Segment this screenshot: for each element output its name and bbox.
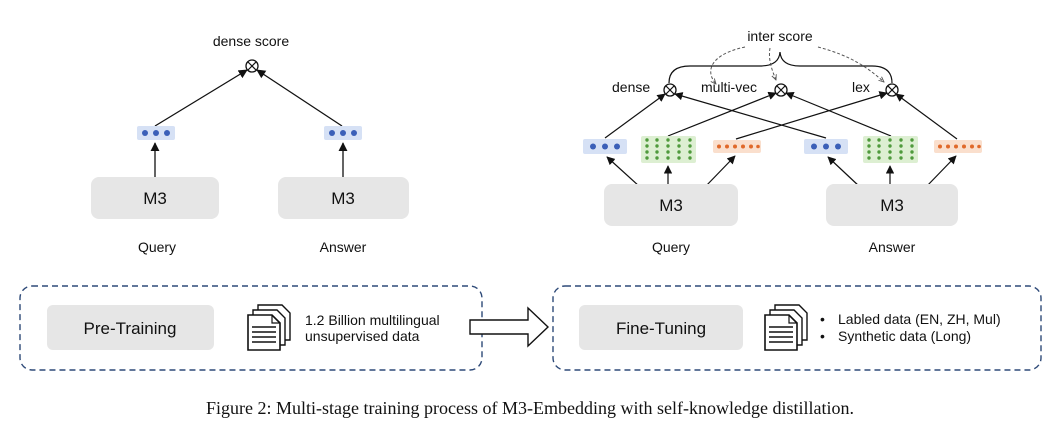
lex-score-node (885, 83, 899, 97)
arrow-answer-dense-to-score (674, 92, 827, 139)
finetuning-bullet-marker: • (820, 311, 825, 327)
pretraining-data-line1: 1.2 Billion multilingual (305, 312, 440, 328)
left-query-model-box (91, 177, 219, 219)
left-score-node (245, 59, 259, 73)
right-query-model-box (604, 184, 738, 226)
finetuning-bullet-marker: • (820, 328, 825, 344)
inter-score-brace (668, 51, 893, 84)
figure-caption: Figure 2: Multi-stage training process o… (206, 398, 854, 418)
finetuning-box (579, 305, 743, 350)
right-answer-model-box (826, 184, 958, 226)
right-answer-dense-vector (804, 139, 848, 154)
finetuning-document-icon (764, 304, 808, 351)
multivec-score-node (774, 83, 788, 97)
dense-score-label: dense score (213, 33, 289, 49)
inter-score-label: inter score (747, 28, 813, 44)
finetuning-dashed-frame (552, 285, 1042, 371)
lex-label: lex (852, 79, 870, 95)
arrow-answer-model-to-lex (925, 155, 957, 188)
arrow-query-lex-to-score (735, 91, 888, 140)
arrow-query-model-to-lex (704, 155, 736, 188)
right-query-label: Query (652, 239, 690, 255)
inter-score-arrow-dense (710, 46, 746, 84)
right-answer-lex-vector (934, 140, 982, 153)
pretraining-stage: Pre-Training 1.2 Billion multilingual un… (19, 285, 483, 371)
left-answer-dense-vector (324, 126, 362, 140)
right-answer-model-label: M3 (880, 196, 904, 215)
arrow-query-to-score (154, 69, 248, 127)
pretraining-dashed-frame (19, 285, 483, 371)
arrow-query-dense-to-score (604, 93, 666, 139)
multivec-label: multi-vec (701, 79, 757, 95)
right-query-multivec-matrix (641, 136, 696, 163)
arrow-query-model-to-dense (606, 156, 641, 188)
pretraining-box (47, 305, 214, 350)
left-diagram: dense score M3 M3 Query Answer (91, 33, 409, 255)
left-query-label: Query (138, 239, 176, 255)
left-answer-model-box (278, 177, 409, 219)
finetuning-label: Fine-Tuning (616, 319, 706, 338)
finetuning-bullet-item: Labled data (EN, ZH, Mul) (838, 311, 1001, 327)
arrow-answer-to-score (256, 69, 343, 127)
right-query-model-label: M3 (659, 196, 683, 215)
pretraining-document-icon (247, 304, 291, 351)
pretraining-data-line2: unsupervised data (305, 328, 420, 344)
pretraining-label: Pre-Training (84, 319, 177, 338)
right-answer-multivec-matrix (863, 136, 918, 163)
left-query-model-label: M3 (143, 189, 167, 208)
right-answer-label: Answer (869, 239, 916, 255)
stage-transition-arrow (469, 306, 550, 348)
left-query-dense-vector (137, 126, 175, 140)
arrow-answer-multivec-to-score (785, 91, 892, 137)
dense-label: dense (612, 79, 650, 95)
inter-score-arrow-lex (817, 46, 884, 82)
right-query-dense-vector (583, 139, 627, 154)
arrow-answer-model-to-dense (827, 156, 861, 188)
arrow-answer-lex-to-score (895, 93, 958, 140)
dense-score-node (663, 83, 677, 97)
arrow-query-multivec-to-score (667, 91, 777, 137)
right-query-lex-vector (713, 140, 761, 153)
left-answer-model-label: M3 (331, 189, 355, 208)
finetuning-stage: Fine-Tuning • Labled data (EN, ZH, Mul) … (552, 285, 1042, 371)
left-answer-label: Answer (320, 239, 367, 255)
finetuning-bullet-item: Synthetic data (Long) (838, 328, 971, 344)
right-diagram: inter score dense multi-vec lex (583, 28, 982, 255)
inter-score-arrow-multivec (769, 47, 776, 80)
